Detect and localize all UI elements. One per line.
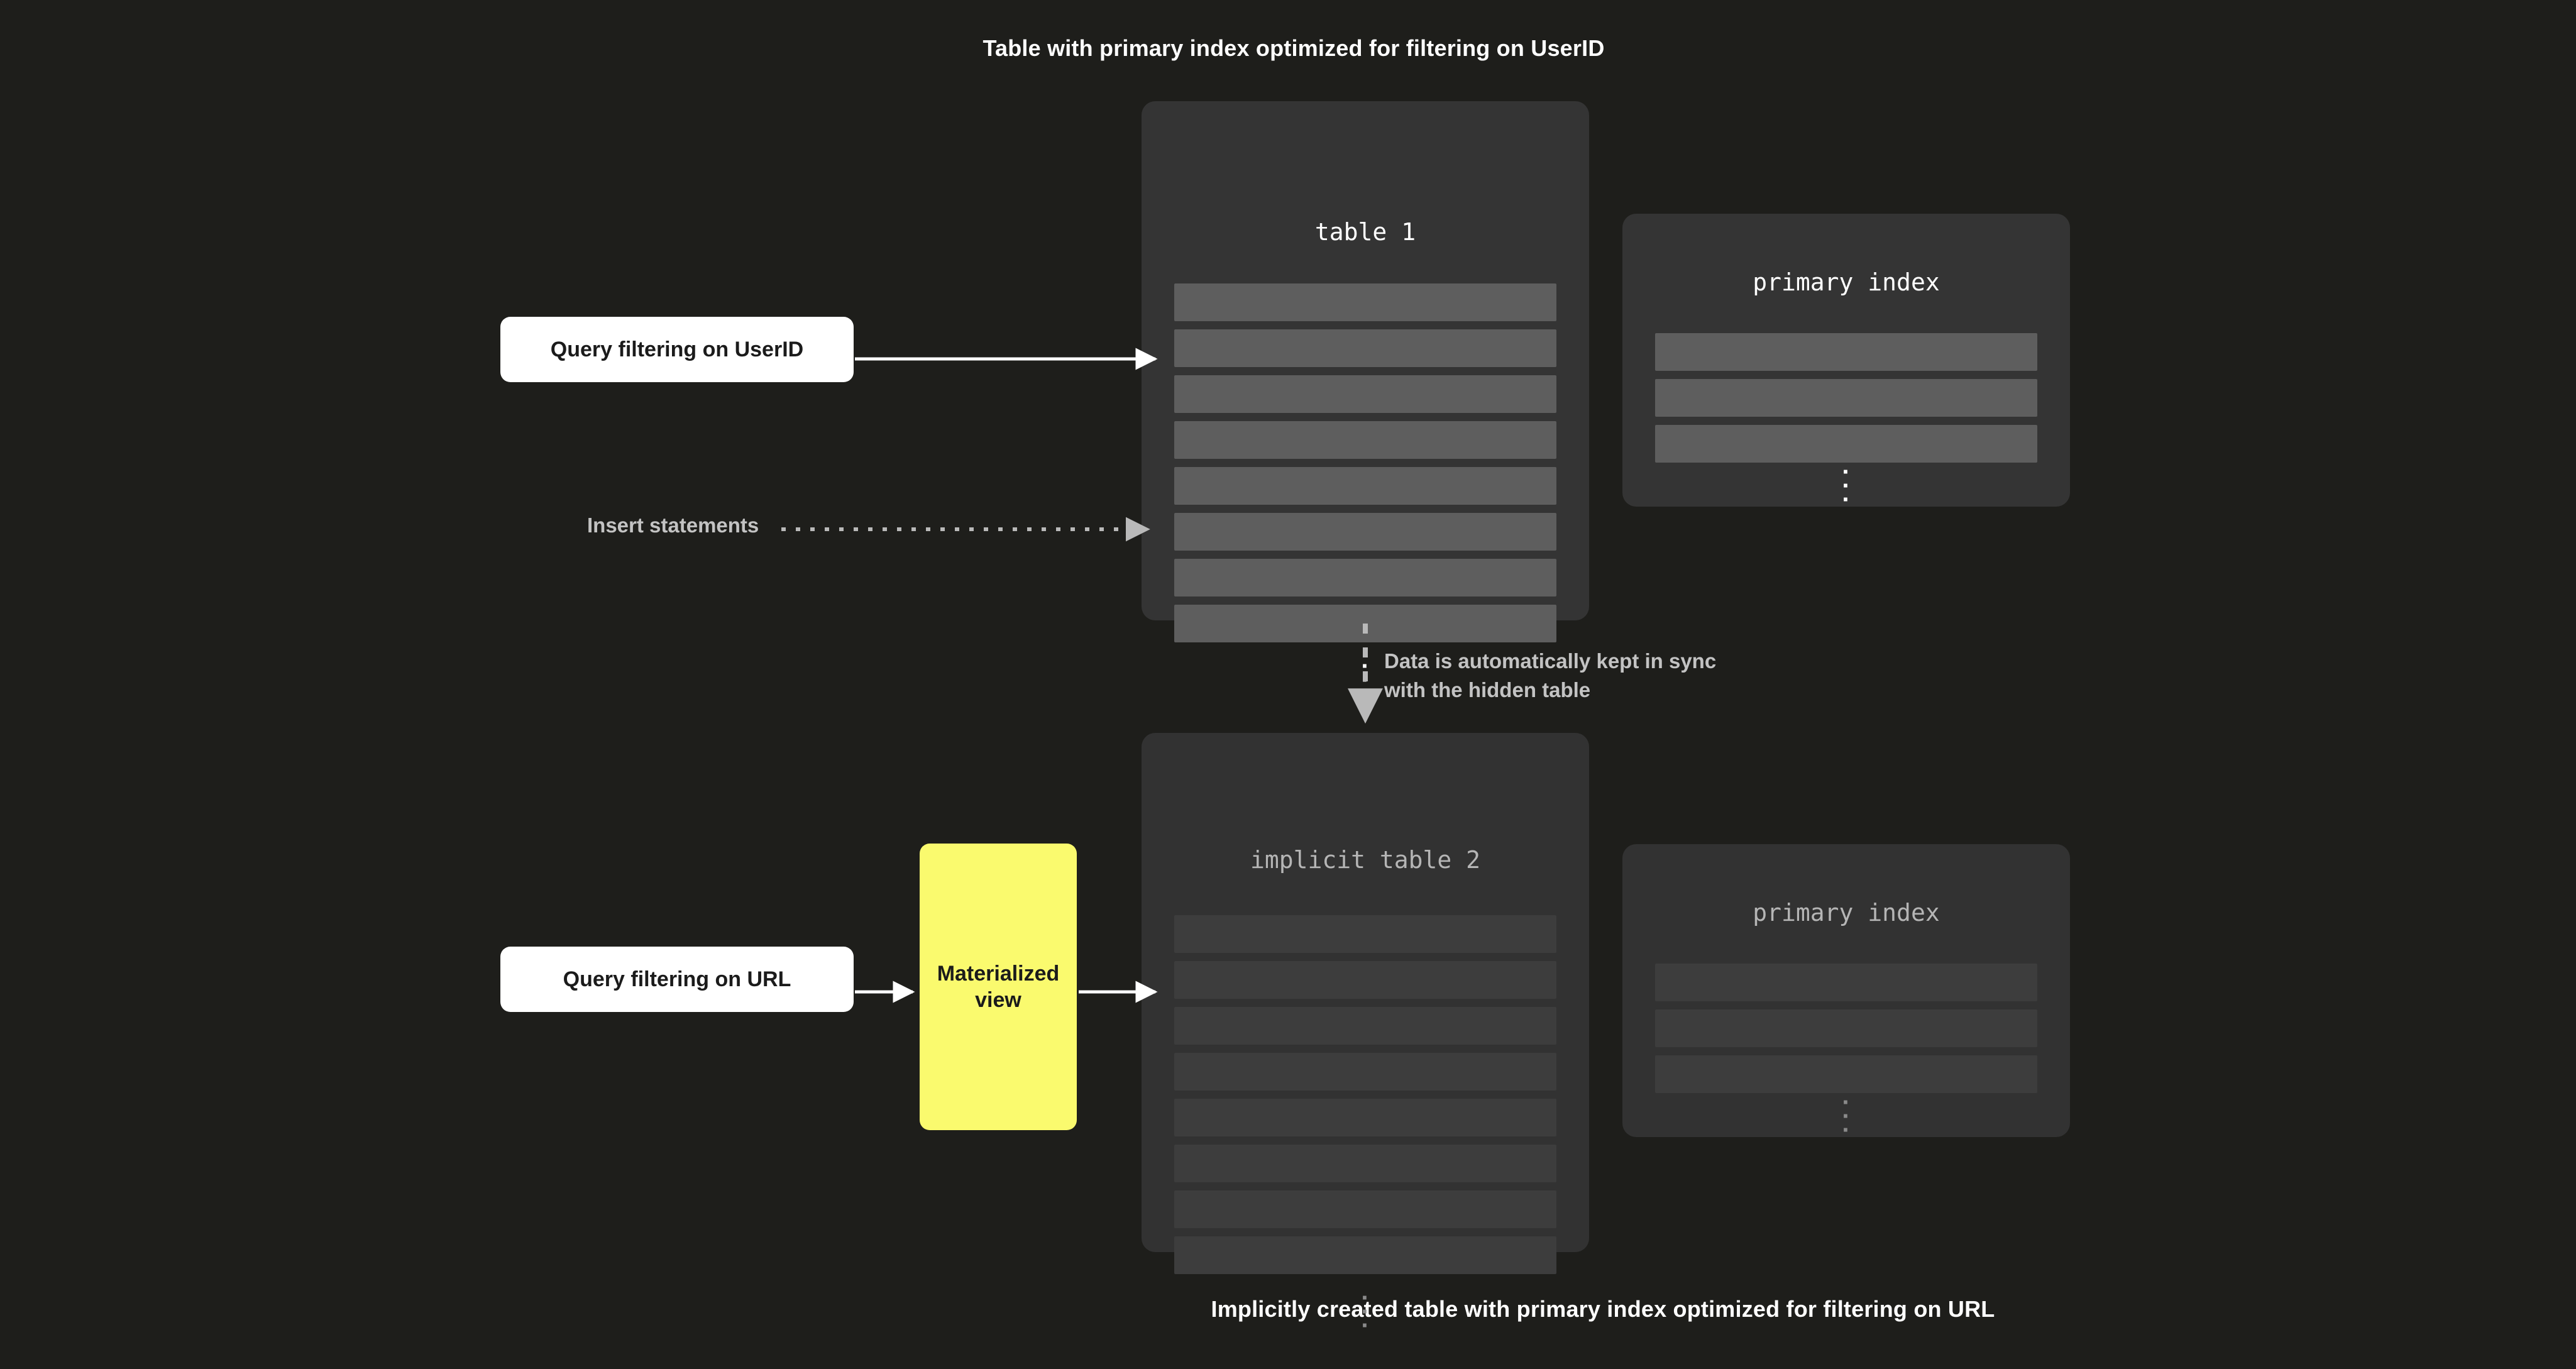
table-1-panel: table 1 ··· bbox=[1142, 101, 1589, 706]
primary-index-top-ellipsis-icon: ··· bbox=[1842, 458, 1851, 514]
insert-statements-label: Insert statements bbox=[587, 514, 759, 537]
primary-index-bottom-rows bbox=[1622, 964, 2070, 1101]
primary-index-bottom-ellipsis-icon: ··· bbox=[1842, 1089, 1851, 1144]
primary-index-top-panel: primary index ··· bbox=[1622, 214, 2070, 514]
table-2-ellipsis-icon: ··· bbox=[1361, 1284, 1370, 1339]
table-1-title: table 1 bbox=[1314, 218, 1416, 246]
table-row bbox=[1174, 1007, 1556, 1045]
table-row bbox=[1174, 375, 1556, 413]
table-row bbox=[1174, 421, 1556, 459]
sync-note-label: Data is automatically kept in sync with … bbox=[1384, 649, 1717, 701]
table-row bbox=[1174, 1099, 1556, 1136]
table-row bbox=[1174, 605, 1556, 642]
index-row bbox=[1655, 1055, 2037, 1093]
index-row bbox=[1655, 425, 2037, 463]
table-2-panel: implicit table 2 ··· bbox=[1142, 733, 1589, 1338]
index-row bbox=[1655, 379, 2037, 417]
query-filtering-userid-box: Query filtering on UserID bbox=[500, 317, 854, 382]
table-row bbox=[1174, 467, 1556, 505]
table-row bbox=[1174, 1145, 1556, 1182]
top-caption: Table with primary index optimized for f… bbox=[983, 35, 1605, 61]
table-2-rows bbox=[1142, 915, 1589, 1282]
table-row bbox=[1174, 559, 1556, 597]
index-row bbox=[1655, 964, 2037, 1001]
primary-index-bottom-title: primary index bbox=[1753, 899, 1940, 926]
bottom-caption: Implicitly created table with primary in… bbox=[1211, 1296, 1995, 1322]
primary-index-bottom-panel: primary index ··· bbox=[1622, 844, 2070, 1144]
primary-index-top-title: primary index bbox=[1753, 268, 1940, 296]
table-row bbox=[1174, 1190, 1556, 1228]
table-1-rows bbox=[1142, 283, 1589, 651]
table-row bbox=[1174, 915, 1556, 953]
index-row bbox=[1655, 1009, 2037, 1047]
table-row bbox=[1174, 329, 1556, 367]
table-row bbox=[1174, 1053, 1556, 1091]
table-row bbox=[1174, 961, 1556, 999]
index-row bbox=[1655, 333, 2037, 371]
query-filtering-url-box: Query filtering on URL bbox=[500, 947, 854, 1012]
table-row bbox=[1174, 283, 1556, 321]
materialized-view-box: Materialized view bbox=[920, 844, 1077, 1130]
table-row bbox=[1174, 513, 1556, 551]
primary-index-top-rows bbox=[1622, 333, 2070, 471]
table-row bbox=[1174, 1236, 1556, 1274]
table-2-title: implicit table 2 bbox=[1250, 846, 1481, 874]
